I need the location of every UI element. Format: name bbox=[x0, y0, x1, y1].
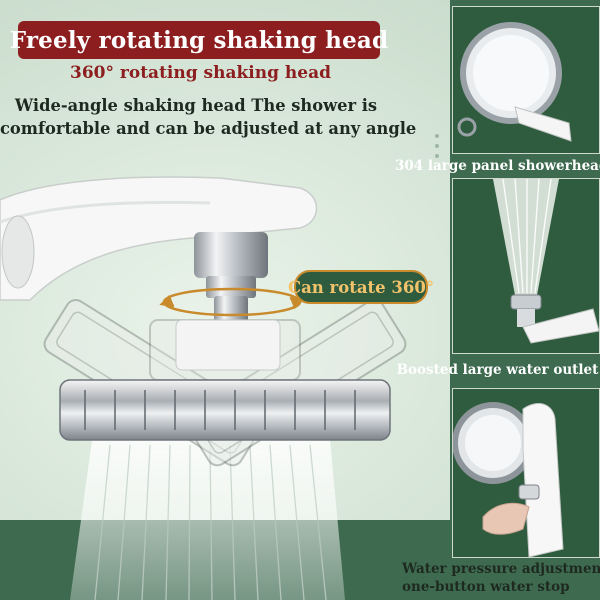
page-title: Freely rotating shaking head bbox=[9, 26, 389, 54]
feature-panel-3 bbox=[452, 388, 600, 558]
swivel-joint bbox=[175, 232, 281, 371]
description-line-2: comfortable and can be adjusted at any a… bbox=[0, 119, 417, 138]
feature-caption-3: Water pressure adjustment + one-button w… bbox=[402, 560, 600, 596]
subtitle: 360° rotating shaking head bbox=[70, 63, 331, 83]
large-panel-showerhead-image bbox=[457, 22, 572, 142]
shower-head-main bbox=[59, 379, 391, 441]
pressure-adjustment-image bbox=[453, 402, 564, 557]
water-spray bbox=[70, 440, 345, 600]
white-handle bbox=[0, 176, 318, 301]
feature-caption-3-line-1: Water pressure adjustment + bbox=[402, 561, 600, 577]
feature-caption-1: 304 large panel showerhead bbox=[395, 158, 600, 174]
boosted-water-outlet-image bbox=[493, 179, 599, 344]
feature-panel-2 bbox=[452, 178, 600, 354]
feature-caption-2: Boosted large water outlet bbox=[396, 362, 599, 378]
title-banner: Freely rotating shaking head bbox=[10, 21, 388, 59]
description: Wide-angle shaking head The shower is co… bbox=[0, 94, 417, 140]
rotate-callout-label: Can rotate 360° bbox=[287, 277, 435, 297]
rotation-arrow bbox=[159, 287, 305, 317]
decorative-dots bbox=[435, 134, 439, 158]
rotate-callout: Can rotate 360° bbox=[288, 270, 434, 304]
feature-caption-3-line-2: one-button water stop bbox=[402, 579, 570, 595]
main-showerhead-illustration bbox=[0, 134, 439, 600]
feature-panel-1 bbox=[452, 6, 600, 154]
description-line-1: Wide-angle shaking head The shower is bbox=[14, 96, 378, 115]
